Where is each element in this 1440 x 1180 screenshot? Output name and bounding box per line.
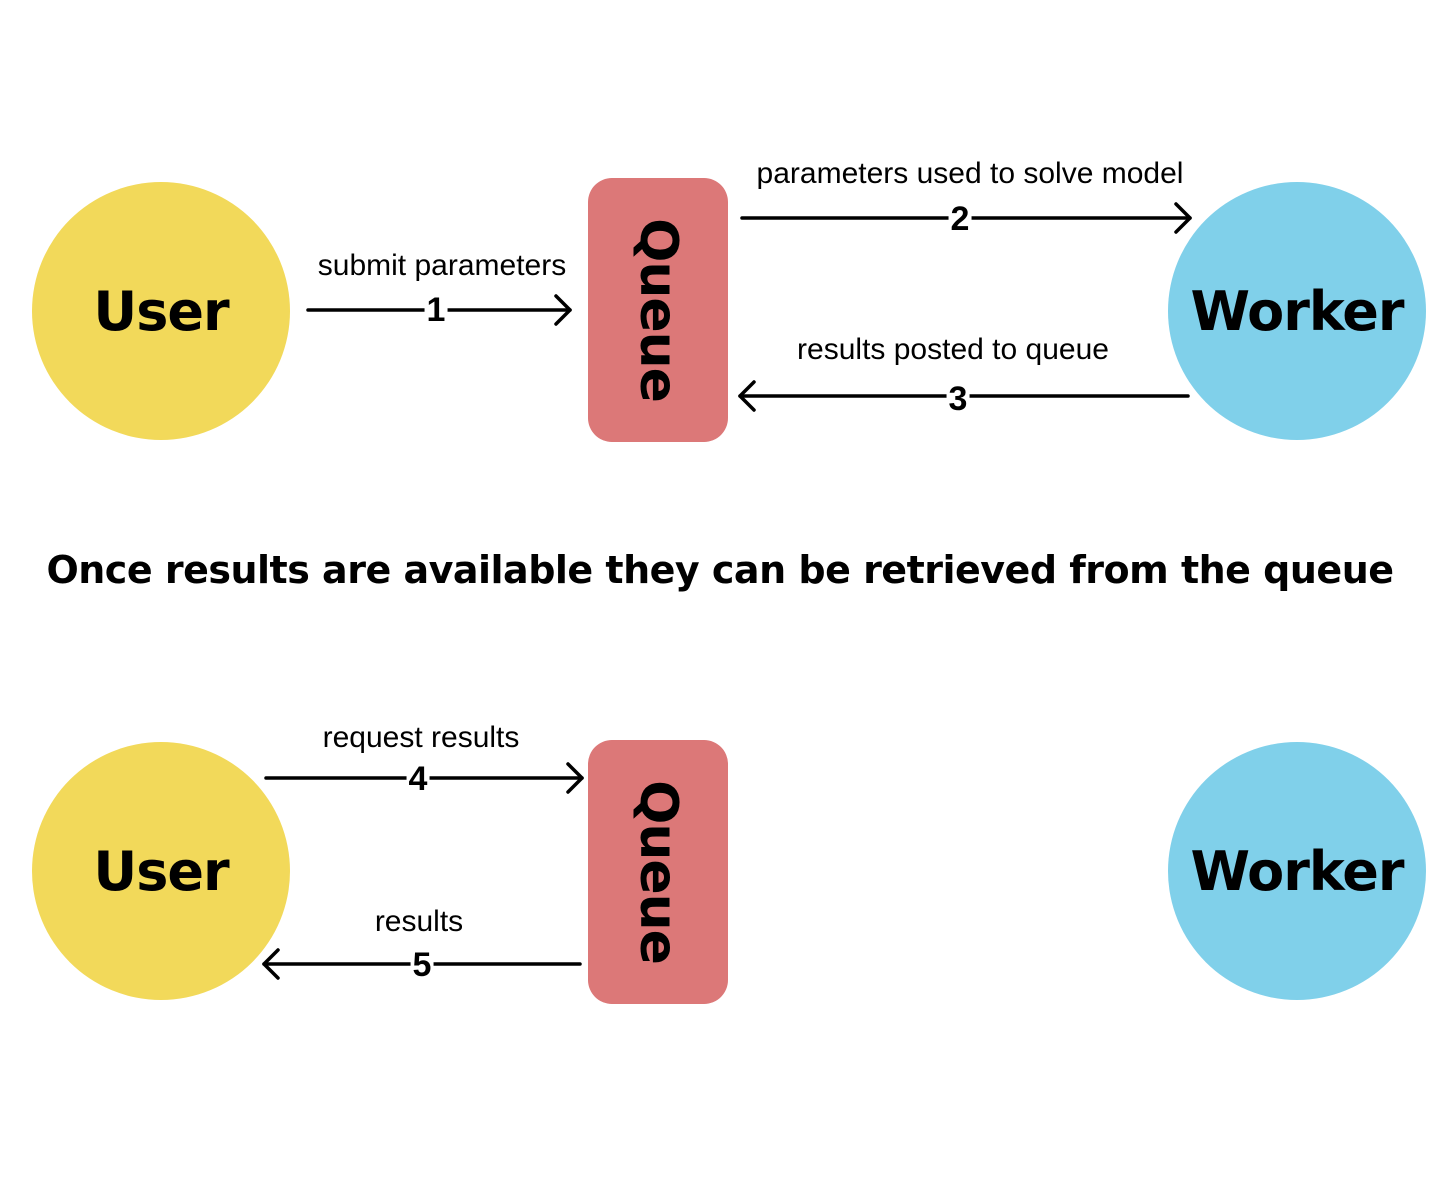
worker-node: Worker [1168, 182, 1426, 440]
flow-5-step: 5 [410, 945, 434, 985]
queue-node-label: Queue [628, 218, 688, 402]
queue-node-bottom-label: Queue [628, 780, 688, 964]
flow-3-label: results posted to queue [797, 333, 1109, 366]
queue-node-bottom: Queue [588, 740, 728, 1004]
flow-2-label: parameters used to solve model [756, 157, 1184, 190]
worker-node-bottom-label: Worker [1190, 839, 1404, 903]
worker-node-label: Worker [1190, 279, 1404, 343]
flow-3-step: 3 [946, 379, 970, 419]
caption: Once results are available they can be r… [46, 548, 1394, 592]
flow-1-step: 1 [424, 290, 448, 330]
user-node-label: User [93, 279, 229, 343]
user-node-bottom: User [32, 742, 290, 1000]
user-node: User [32, 182, 290, 440]
flow-4-step: 4 [406, 759, 430, 799]
flow-5-label: results [374, 905, 464, 938]
flow-2-step: 2 [948, 199, 972, 239]
queue-node: Queue [588, 178, 728, 442]
flow-1-label: submit parameters [317, 249, 567, 282]
worker-node-bottom: Worker [1168, 742, 1426, 1000]
flow-4-label: request results [322, 721, 520, 754]
user-node-bottom-label: User [93, 839, 229, 903]
